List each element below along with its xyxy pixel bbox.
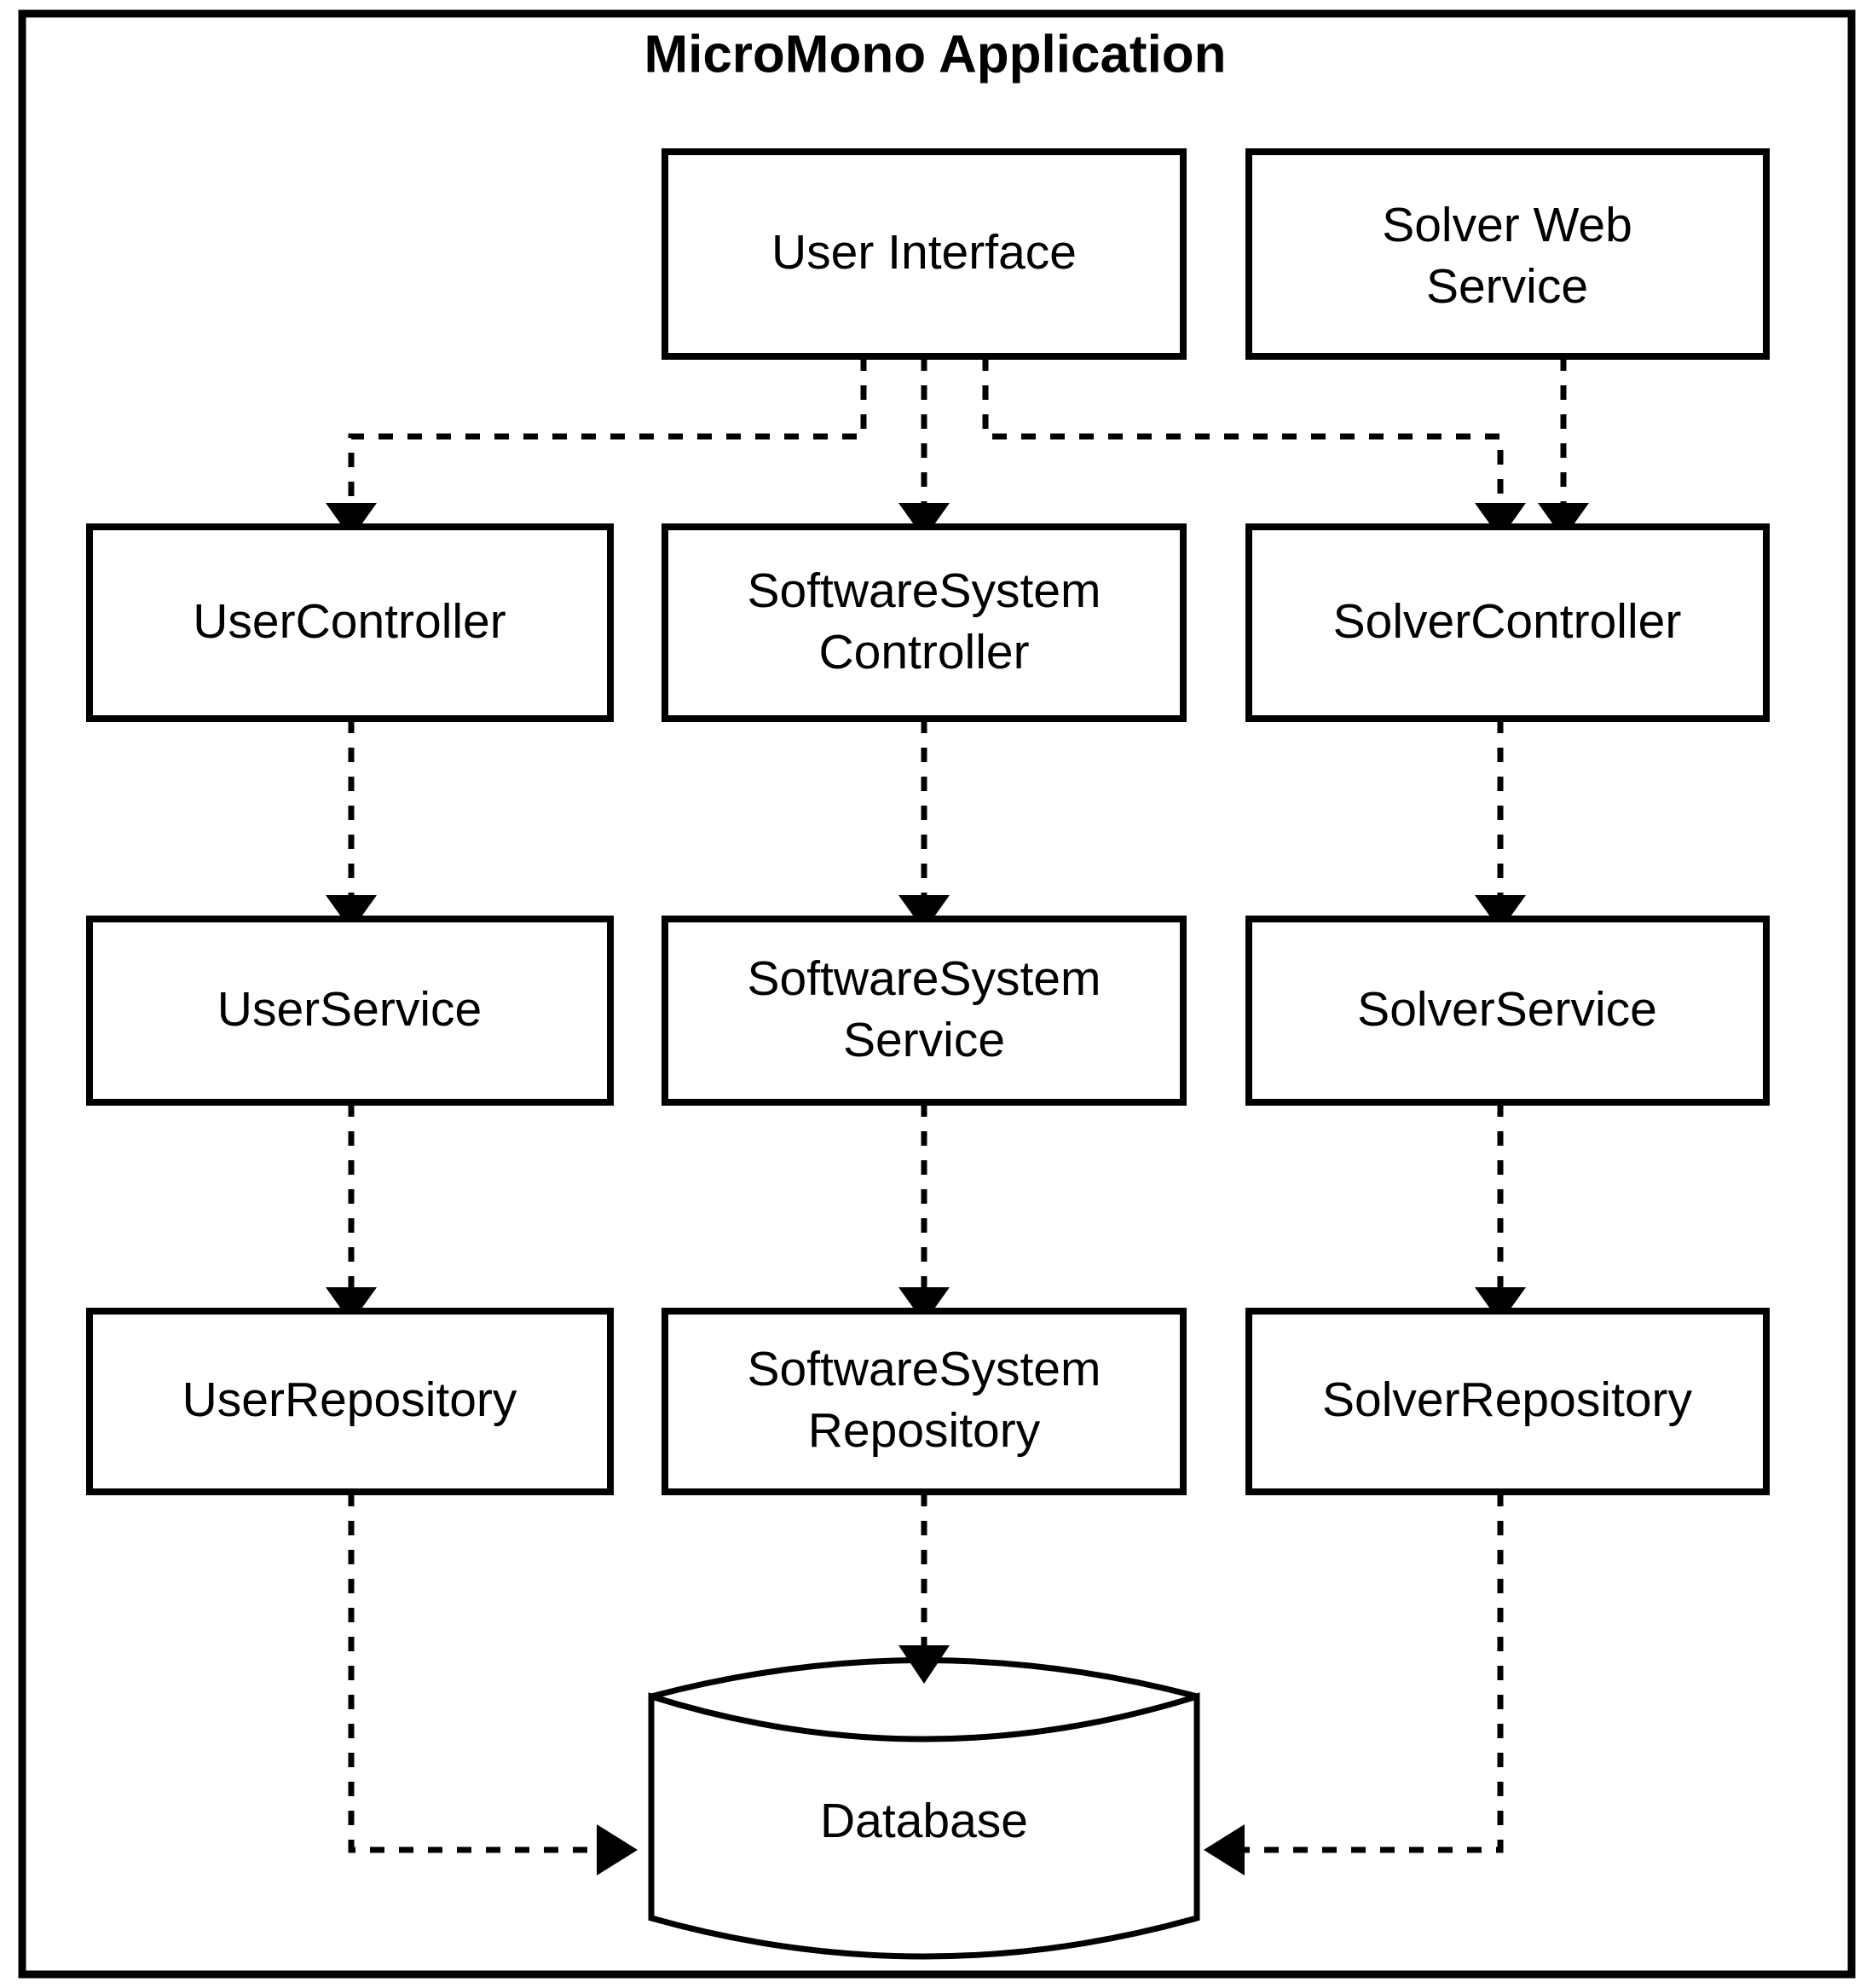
node-database-label: Database xyxy=(820,1794,1028,1848)
node-softwaresystem-service-label-line2: Service xyxy=(843,1013,1005,1067)
node-user-service[interactable]: UserService xyxy=(86,916,614,1106)
node-user-repository[interactable]: UserRepository xyxy=(86,1308,614,1495)
node-solver-repository[interactable]: SolverRepository xyxy=(1245,1308,1770,1495)
node-solver-controller-label: SolverController xyxy=(1333,594,1682,649)
node-user-controller[interactable]: UserController xyxy=(86,523,614,722)
edge-ui-to-usercontroller xyxy=(326,356,867,539)
edge-softwaresystemservice-to-softwaresystemrepository xyxy=(898,1102,950,1323)
node-softwaresystem-controller-label-line1: SoftwareSystem xyxy=(748,563,1101,618)
edge-usercontroller-to-userservice xyxy=(326,719,377,931)
edge-userservice-to-userrepository xyxy=(326,1102,377,1323)
node-user-interface-label: User Interface xyxy=(771,225,1077,280)
node-solver-repository-label: SolverRepository xyxy=(1322,1373,1693,1427)
node-solver-web-service[interactable]: Solver Web Service xyxy=(1245,148,1770,360)
node-softwaresystem-controller[interactable]: SoftwareSystem Controller xyxy=(662,523,1187,722)
node-solver-service[interactable]: SolverService xyxy=(1245,916,1770,1106)
node-softwaresystem-repository-label-line2: Repository xyxy=(808,1403,1041,1458)
edge-userrepository-to-database xyxy=(348,1492,638,1875)
edge-solverrepository-to-database xyxy=(1204,1492,1504,1875)
node-softwaresystem-controller-label-line2: Controller xyxy=(818,625,1029,679)
node-softwaresystem-service-label-line1: SoftwareSystem xyxy=(748,951,1101,1006)
edge-ui-to-solvercontroller xyxy=(982,356,1526,539)
node-solver-controller[interactable]: SolverController xyxy=(1245,523,1770,722)
edge-softwaresystemcontroller-to-softwaresystemservice xyxy=(898,719,950,931)
node-user-interface[interactable]: User Interface xyxy=(662,148,1187,360)
node-user-repository-label: UserRepository xyxy=(182,1373,517,1427)
node-database[interactable]: Database xyxy=(648,1657,1200,1960)
node-user-controller-label: UserController xyxy=(193,594,506,649)
node-solver-web-service-label-line1: Solver Web xyxy=(1382,198,1632,252)
edge-solvercontroller-to-solverservice xyxy=(1475,719,1526,931)
diagram-title: MicroMono Application xyxy=(644,25,1226,84)
edge-solverwebservice-to-solvercontroller xyxy=(1538,356,1589,539)
node-user-service-label: UserService xyxy=(217,982,482,1037)
edge-solverservice-to-solverrepository xyxy=(1475,1102,1526,1323)
node-solver-service-label: SolverService xyxy=(1357,982,1657,1037)
edge-softwaresystemrepository-to-database xyxy=(898,1492,950,1684)
node-softwaresystem-repository-label-line1: SoftwareSystem xyxy=(748,1342,1101,1396)
node-softwaresystem-service[interactable]: SoftwareSystem Service xyxy=(662,916,1187,1106)
node-solver-web-service-label-line2: Service xyxy=(1426,259,1588,314)
edge-ui-to-softwaresystemcontroller xyxy=(898,356,950,539)
node-softwaresystem-repository[interactable]: SoftwareSystem Repository xyxy=(662,1308,1187,1495)
